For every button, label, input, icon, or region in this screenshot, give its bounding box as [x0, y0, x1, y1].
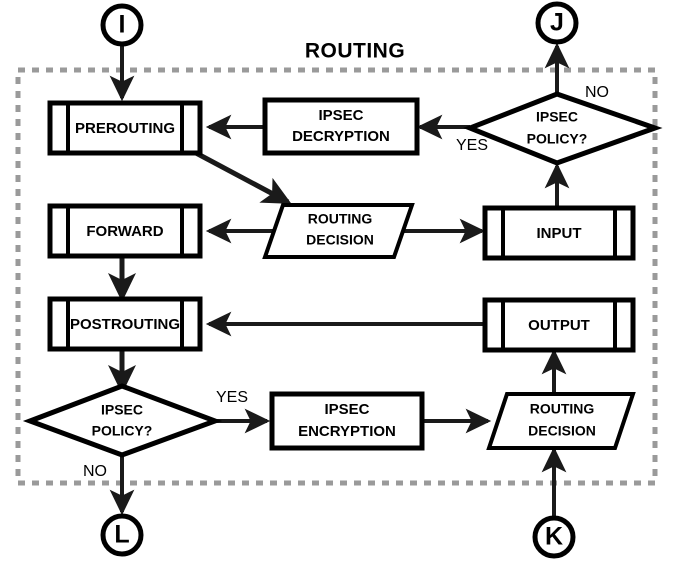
- connector-l-label: L: [114, 521, 129, 549]
- edge-label-policy-top-no: NO: [585, 84, 609, 101]
- node-postrouting[interactable]: POSTROUTING: [47, 296, 203, 352]
- edge-label-policy-bottom-no: NO: [83, 463, 107, 480]
- routing-decision-top-label-line2: DECISION: [306, 232, 374, 248]
- edge-label-policy-top-yes: YES: [456, 137, 488, 154]
- node-ipsec-encryption[interactable]: IPSEC ENCRYPTION: [269, 391, 425, 451]
- prerouting-box: [47, 100, 203, 156]
- connector-i-circle: [100, 3, 144, 47]
- ipsec-encryption-label-line2: ENCRYPTION: [298, 423, 396, 440]
- prerouting-label: PREROUTING: [75, 120, 175, 137]
- forward-box: [47, 203, 203, 259]
- edge-prerouting-to-routing-decision: [194, 150, 292, 205]
- output-box: [482, 297, 636, 353]
- ipsec-policy-top-label-line2: POLICY?: [527, 131, 588, 147]
- node-input[interactable]: INPUT: [482, 205, 636, 261]
- ipsec-decryption-box: [262, 97, 420, 156]
- connector-l[interactable]: L: [100, 513, 144, 557]
- connector-j[interactable]: J: [535, 1, 579, 45]
- ipsec-policy-bottom-label-line2: POLICY?: [92, 423, 153, 439]
- input-label: INPUT: [537, 225, 582, 242]
- routing-decision-top-label-line1: ROUTING: [308, 211, 373, 227]
- routing-zone-border: [15, 67, 658, 486]
- connector-j-label: J: [550, 9, 564, 37]
- output-label: OUTPUT: [528, 317, 590, 334]
- input-box: [482, 205, 636, 261]
- connector-i[interactable]: I: [100, 3, 144, 47]
- routing-zone-title: ROUTING: [305, 40, 405, 63]
- connector-i-label: I: [119, 11, 126, 39]
- routing-decision-bottom-label-line1: ROUTING: [530, 401, 595, 417]
- ipsec-decryption-label-line2: DECRYPTION: [292, 128, 390, 145]
- connector-k[interactable]: K: [532, 515, 576, 559]
- routing-decision-bottom-shape: [486, 392, 636, 450]
- node-ipsec-policy-top[interactable]: IPSEC POLICY?: [463, 91, 663, 166]
- routing-decision-bottom-label-line2: DECISION: [528, 423, 596, 439]
- node-forward[interactable]: FORWARD: [47, 203, 203, 259]
- connector-k-circle: [532, 515, 576, 559]
- node-ipsec-decryption[interactable]: IPSEC DECRYPTION: [262, 97, 420, 156]
- connector-l-circle: [100, 513, 144, 557]
- ipsec-policy-bottom-label-line1: IPSEC: [101, 402, 143, 418]
- node-routing-decision-top[interactable]: ROUTING DECISION: [262, 203, 415, 259]
- node-prerouting[interactable]: PREROUTING: [47, 100, 203, 156]
- forward-label: FORWARD: [86, 223, 163, 240]
- connector-k-label: K: [545, 523, 563, 551]
- edge-label-policy-bottom-yes: YES: [216, 389, 248, 406]
- node-ipsec-policy-bottom[interactable]: IPSEC POLICY?: [22, 383, 223, 458]
- postrouting-box: [47, 296, 203, 352]
- ipsec-encryption-box: [269, 391, 425, 451]
- postrouting-label: POSTROUTING: [70, 316, 180, 333]
- ipsec-decryption-label-line1: IPSEC: [318, 107, 363, 124]
- ipsec-policy-bottom-diamond: [22, 383, 223, 458]
- ipsec-encryption-label-line1: IPSEC: [324, 401, 369, 418]
- routing-decision-top-shape: [262, 203, 415, 259]
- ipsec-policy-top-label-line1: IPSEC: [536, 109, 578, 125]
- ipsec-policy-top-diamond: [463, 91, 663, 166]
- node-output[interactable]: OUTPUT: [482, 297, 636, 353]
- node-routing-decision-bottom[interactable]: ROUTING DECISION: [486, 392, 636, 450]
- connector-j-circle: [535, 1, 579, 45]
